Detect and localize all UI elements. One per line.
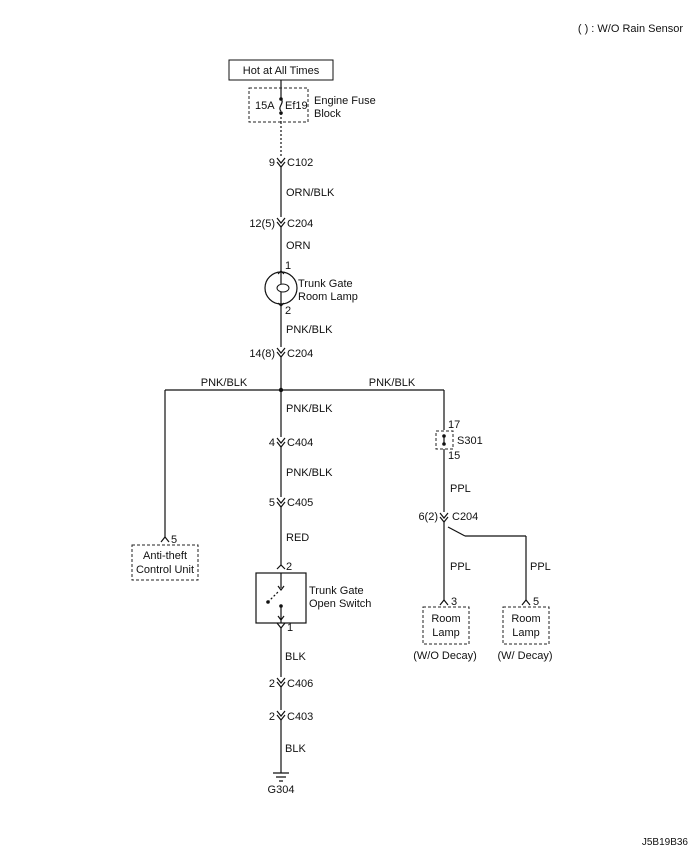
room-lamp-b-pin-marker (521, 599, 531, 606)
wire-label-ppl-b: PPL (450, 561, 471, 573)
switch-pin-top: 2 (286, 561, 292, 573)
connector-c405-icon (276, 497, 286, 508)
switch-pin2-marker (276, 564, 286, 570)
c102-name: C102 (287, 157, 313, 169)
wire-label-orn-blk: ORN/BLK (286, 187, 335, 199)
c404-pin: 4 (269, 437, 275, 449)
c405-pin: 5 (269, 497, 275, 509)
room-lamp-a-box (422, 606, 470, 645)
connector-c204-c-icon (439, 512, 449, 523)
switch-label-2: Open Switch (309, 598, 371, 610)
wire-label-blk-b: BLK (285, 743, 306, 755)
c404-name: C404 (287, 437, 313, 449)
switch-label-1: Trunk Gate (309, 585, 364, 597)
anti-theft-label-1: Anti-theft (143, 550, 187, 562)
wire-label-pnk-blk-left: PNK/BLK (201, 377, 248, 389)
c403-name: C403 (287, 711, 313, 723)
room-lamp-a-label-1: Room (431, 613, 460, 625)
drawing-id: J5B19B36 (642, 837, 689, 848)
wire-label-pnk-blk-b: PNK/BLK (286, 403, 333, 415)
anti-theft-pin-marker (160, 536, 170, 543)
ground-icon (273, 772, 289, 782)
c204-c-name: C204 (452, 511, 478, 523)
trunk-lamp-label-1: Trunk Gate (298, 278, 353, 290)
c204-c-pin: 6(2) (418, 511, 438, 523)
anti-theft-pin: 5 (171, 534, 177, 546)
wire-label-orn: ORN (286, 240, 311, 252)
connector-c404-icon (276, 437, 286, 448)
c204-a-name: C204 (287, 218, 313, 230)
trunk-lamp-pin-bottom: 2 (285, 305, 291, 317)
c405-name: C405 (287, 497, 313, 509)
rain-sensor-note: ( ) : W/O Rain Sensor (578, 23, 683, 35)
room-lamp-b-label-2: Lamp (512, 627, 540, 639)
splice-name: S301 (457, 435, 483, 447)
room-lamp-a-label-2: Lamp (432, 627, 460, 639)
room-lamp-b-box (502, 606, 550, 645)
wire-label-blk-a: BLK (285, 651, 306, 663)
switch-pin-bottom: 1 (287, 622, 293, 634)
fuse-block-label-2: Block (314, 108, 341, 120)
connector-c403-icon (276, 710, 286, 721)
c204-a-pin: 12(5) (249, 218, 275, 230)
room-lamp-a-caption: (W/O Decay) (413, 650, 477, 662)
room-lamp-b-pin: 5 (533, 596, 539, 608)
wire-label-red: RED (286, 532, 309, 544)
connector-c204-b-icon (276, 347, 286, 358)
connector-c204-a-icon (276, 217, 286, 228)
splice-box (435, 430, 454, 450)
room-lamp-b-caption: (W/ Decay) (498, 650, 553, 662)
wire-label-ppl-c: PPL (530, 561, 551, 573)
c406-pin: 2 (269, 678, 275, 690)
room-lamp-a-pin-marker (439, 599, 449, 606)
c406-name: C406 (287, 678, 313, 690)
c204-b-name: C204 (287, 348, 313, 360)
c204-b-pin: 14(8) (249, 348, 275, 360)
ground-label: G304 (268, 784, 295, 796)
fuse-block-label-1: Engine Fuse (314, 95, 376, 107)
wire-label-pnk-blk-right: PNK/BLK (369, 377, 416, 389)
fuse-icon (279, 98, 283, 112)
switch-pin1-marker (276, 622, 286, 629)
lamp-filament-icon (276, 283, 290, 293)
trunk-lamp-pin-top: 1 (285, 260, 291, 272)
fuse-block-outline (248, 87, 309, 123)
switch-arrow-top (277, 585, 285, 591)
connector-c406-icon (276, 677, 286, 688)
splice-pin-bottom: 15 (448, 450, 460, 462)
switch-arrow-bottom (277, 615, 285, 621)
wire-label-pnk-blk-c: PNK/BLK (286, 467, 333, 479)
wire-label-pnk-blk-a: PNK/BLK (286, 324, 333, 336)
room-lamp-a-pin: 3 (451, 596, 457, 608)
c403-pin: 2 (269, 711, 275, 723)
wire-branch-diagonal (447, 526, 466, 537)
trunk-lamp-label-2: Room Lamp (298, 291, 358, 303)
anti-theft-box (131, 544, 199, 581)
c102-pin: 9 (269, 157, 275, 169)
fuse-id: Ef19 (285, 100, 308, 112)
lamp-pin1-marker (277, 270, 285, 275)
power-source-label: Hot at All Times (243, 65, 320, 77)
fuse-rating: 15A (255, 100, 275, 112)
wire-label-ppl-a: PPL (450, 483, 471, 495)
anti-theft-label-2: Control Unit (136, 564, 194, 576)
connector-c102-icon (276, 157, 286, 168)
room-lamp-b-label-1: Room (511, 613, 540, 625)
splice-pin-top: 17 (448, 419, 460, 431)
